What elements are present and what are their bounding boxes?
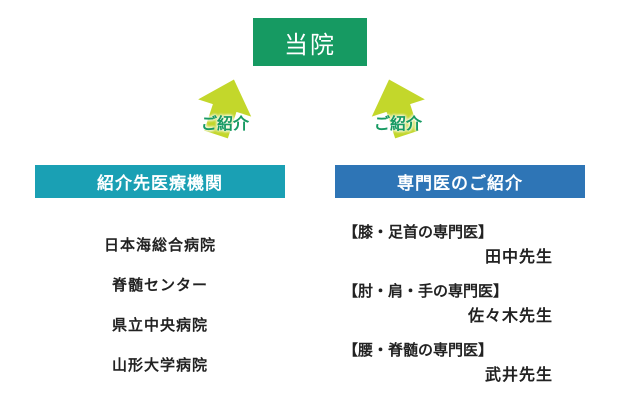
referral-institutions-panel: 紹介先医療機関 日本海総合病院 脊髄センター 県立中央病院 山形大学病院: [35, 165, 285, 384]
specialty-label: 【膝・足首の専門医】: [343, 223, 494, 241]
referral-arrow-left-label: ご紹介: [200, 114, 250, 133]
specialty-label: 【肘・肩・手の専門医】: [343, 282, 509, 300]
hospital-list: 日本海総合病院 脊髄センター 県立中央病院 山形大学病院: [35, 224, 285, 384]
up-arrow-icon: [198, 79, 252, 139]
hospital-item: 県立中央病院: [111, 315, 208, 334]
doctor-name: 武井先生: [484, 365, 553, 384]
specialist-list: 【膝・足首の専門医】 田中先生 【肘・肩・手の専門医】 佐々木先生 【腰・脊髄の…: [335, 220, 585, 388]
hospital-item: 日本海総合病院: [103, 235, 216, 254]
up-arrow-icon: [371, 79, 425, 139]
hospital-item: 山形大学病院: [111, 355, 208, 374]
clinic-box: 当院: [253, 18, 367, 66]
specialist-item: 【膝・足首の専門医】 田中先生: [335, 220, 585, 270]
specialist-item: 【腰・脊髄の専門医】 武井先生: [335, 338, 585, 388]
referral-institutions-header: 紹介先医療機関: [35, 165, 285, 198]
specialists-panel: 専門医のご紹介 【膝・足首の専門医】 田中先生 【肘・肩・手の専門医】 佐々木先…: [335, 165, 585, 397]
doctor-name: 田中先生: [484, 247, 553, 266]
doctor-name: 佐々木先生: [467, 306, 553, 325]
specialty-label: 【腰・脊髄の専門医】: [343, 341, 494, 359]
clinic-label: 当院: [284, 30, 336, 59]
specialists-header: 専門医のご紹介: [335, 165, 585, 198]
hospital-item: 脊髄センター: [111, 275, 208, 294]
referral-arrow-right: ご紹介: [366, 76, 430, 139]
referral-arrow-left: ご紹介: [193, 76, 257, 139]
specialist-item: 【肘・肩・手の専門医】 佐々木先生: [335, 279, 585, 329]
referral-arrow-right-label: ご紹介: [373, 114, 423, 133]
